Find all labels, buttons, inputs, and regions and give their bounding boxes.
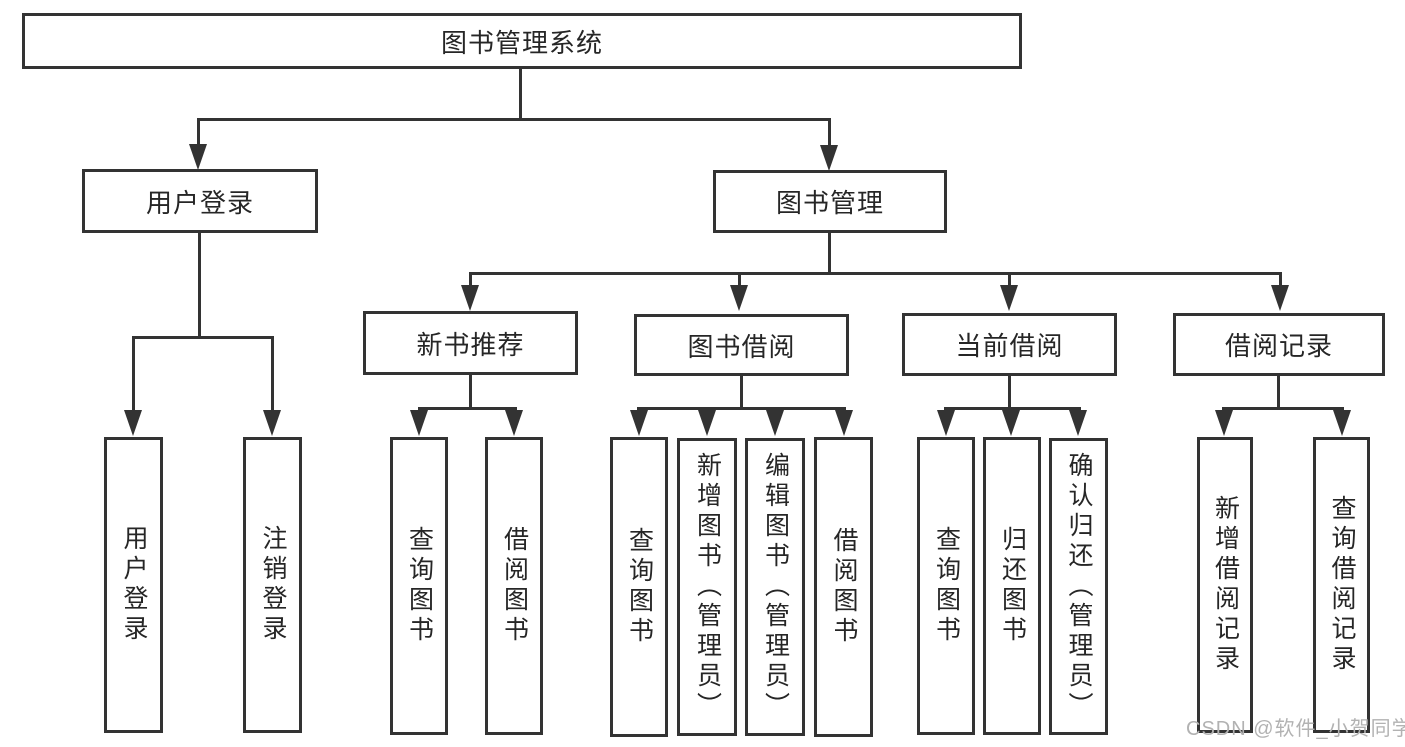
connector-line [944,407,1081,410]
connector-line [132,336,274,339]
arrow-down-icon [820,145,838,171]
leaf-confirm-return-admin: 确认归还（管理员） [1049,438,1108,735]
node-new-book-recommendation: 新书推荐 [363,311,578,375]
arrow-down-icon [835,410,853,436]
arrow-down-icon [1000,285,1018,311]
connector-line [197,118,200,147]
arrow-down-icon [189,144,207,170]
connector-line [1277,376,1280,407]
connector-line [1279,272,1282,286]
leaf-query-books-borrowing: 查询图书 [610,437,668,737]
arrow-down-icon [730,285,748,311]
connector-line [519,69,522,118]
connector-line [1008,376,1011,407]
leaf-add-borrow-record: 新增借阅记录 [1197,437,1253,733]
connector-line [637,407,846,410]
connector-line [469,272,1282,275]
node-label: 借阅记录 [1224,331,1333,361]
arrow-down-icon [263,410,281,436]
leaf-query-books-recommend: 查询图书 [390,437,448,735]
node-label: 当前借阅 [955,331,1064,361]
arrow-down-icon [1271,285,1289,311]
arrow-down-icon [630,410,648,436]
leaf-label: 借阅图书 [830,527,858,647]
connector-line [1008,272,1011,286]
arrow-down-icon [1333,410,1351,436]
node-label: 新书推荐 [416,329,525,360]
leaf-return-books: 归还图书 [983,437,1041,735]
leaf-label: 查询图书 [932,526,961,646]
arrow-down-icon [937,410,955,436]
leaf-label: 查询图书 [405,526,434,646]
arrow-down-icon [1002,410,1020,436]
node-user-login: 用户登录 [82,169,318,233]
node-library-management-system: 图书管理系统 [22,13,1022,69]
leaf-label: 新增借阅记录 [1211,495,1240,675]
arrow-down-icon [124,410,142,436]
leaf-label: 借阅图书 [500,526,529,646]
arrow-down-icon [461,285,479,311]
leaf-logout: 注销登录 [243,437,302,733]
leaf-label: 查询借阅记录 [1328,495,1356,675]
leaf-label: 新增图书（管理员） [693,452,722,722]
leaf-query-books-current: 查询图书 [917,437,975,735]
connector-line [738,272,741,286]
node-label: 图书借阅 [687,331,796,362]
node-label: 图书管理系统 [440,27,603,58]
node-book-management: 图书管理 [713,170,947,233]
connector-line [132,336,135,410]
node-current-borrowing: 当前借阅 [902,313,1117,376]
leaf-add-books-admin: 新增图书（管理员） [677,438,737,736]
connector-line [828,233,831,272]
leaf-user-login: 用户登录 [104,437,163,733]
csdn-watermark: CSDN @软件_小贺同学 [1186,718,1405,740]
arrow-down-icon [1069,410,1087,436]
leaf-borrow-books: 借阅图书 [814,437,873,737]
connector-line [271,336,274,410]
leaf-label: 用户登录 [120,525,148,645]
arrow-down-icon [1215,410,1233,436]
node-book-borrowing: 图书借阅 [634,314,849,376]
leaf-label: 归还图书 [998,526,1027,646]
connector-line [1222,407,1344,410]
leaf-borrow-books-recommend: 借阅图书 [485,437,543,735]
connector-line [198,233,201,336]
connector-line [740,376,743,407]
arrow-down-icon [410,410,428,436]
leaf-edit-books-admin: 编辑图书（管理员） [745,438,805,736]
arrow-down-icon [766,410,784,436]
leaf-label: 注销登录 [259,525,287,645]
connector-line [828,118,831,147]
leaf-label: 查询图书 [625,527,654,647]
leaf-query-borrow-record: 查询借阅记录 [1313,437,1370,733]
node-label: 图书管理 [775,188,884,218]
connector-line [197,118,831,121]
connector-line [469,272,472,286]
connector-line [418,407,517,410]
leaf-label: 确认归还（管理员） [1065,451,1093,722]
arrow-down-icon [505,410,523,436]
connector-line [469,375,472,407]
node-borrowing-records: 借阅记录 [1173,313,1385,376]
leaf-label: 编辑图书（管理员） [761,452,790,722]
arrow-down-icon [698,410,716,436]
node-label: 用户登录 [145,187,254,218]
